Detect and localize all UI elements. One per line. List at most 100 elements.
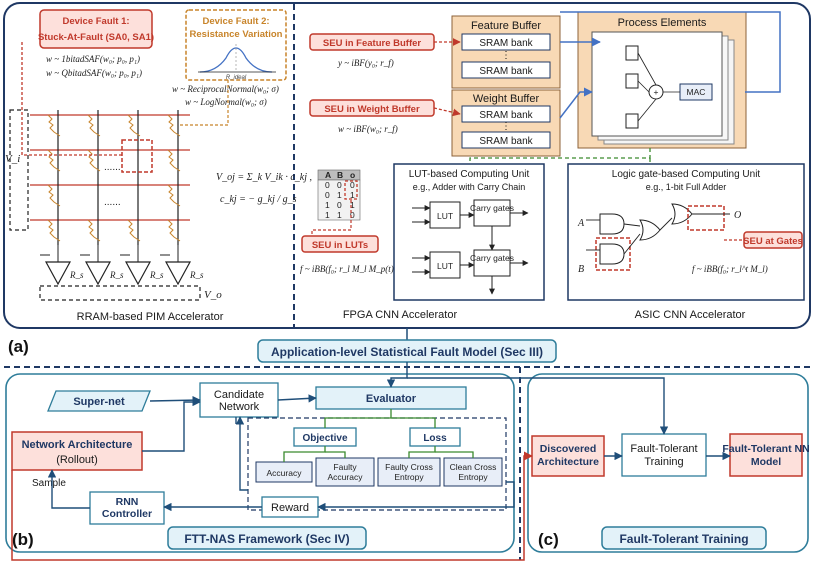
gate-input-a: A: [577, 218, 585, 229]
fault2-eq1: w ~ ReciprocalNormal(w₀; σ): [172, 84, 279, 94]
gate-fault-highlight-2: [687, 205, 725, 231]
seu-weight-arrow: [433, 107, 461, 117]
weight-ellipsis: ⋮: [501, 121, 511, 132]
fault1-eq1: w ~ 1bitadSAF(w₀; p₀, p₁): [46, 54, 140, 64]
lut-unit-title: LUT-based Computing Unit: [409, 169, 530, 180]
seu-gates-box: [743, 231, 803, 249]
feature-sram-2: [461, 61, 551, 79]
discovered-architecture-box: [531, 435, 605, 477]
asic-caption: ASIC CNN Accelerator: [635, 309, 746, 321]
vo-output-box: [39, 285, 201, 301]
lut-computing-unit: [393, 163, 545, 301]
fault1-eq2: w ~ QbitadSAF(w₀; p₀, p₁): [46, 68, 142, 78]
fpga-caption: FPGA CNN Accelerator: [343, 309, 458, 321]
feature-sram-1: [461, 33, 551, 51]
fpga-section: SEU in Feature Buffer y ~ iBF(y₀; r_f) S…: [300, 15, 561, 321]
rs-label-4: R_s: [189, 270, 204, 280]
saf-pointer: [21, 42, 122, 156]
evaluator-label: Evaluator: [366, 393, 417, 405]
feature-ellipsis: ⋮: [501, 50, 511, 61]
lut-r0b: 0: [337, 180, 342, 190]
lut-block-1-label: LUT: [437, 211, 453, 221]
seu-feature-eq: y ~ iBF(y₀; r_f): [337, 58, 394, 68]
adder-symbol: +: [654, 87, 659, 97]
fault-model-label: Application-level Statistical Fault Mode…: [271, 345, 543, 359]
framework-bar: [167, 526, 367, 550]
ftt-bar: [601, 526, 767, 550]
fault2-eq2: w ~ LogNormal(w₀; σ): [185, 97, 267, 107]
fault1-sub: Stuck-At-Fault (SA0, SA1): [38, 32, 154, 43]
weight-sram-1-label: SRAM bank: [479, 110, 533, 121]
gate-fault-highlight-1: [595, 237, 631, 271]
vi-label: V_i: [5, 153, 20, 165]
panel-b-label: (b): [12, 530, 34, 549]
lut-block-2-label: LUT: [437, 261, 453, 271]
framework-label: FTT-NAS Framework (Sec IV): [184, 532, 349, 546]
lut-r0a: 0: [325, 180, 330, 190]
lut-r0o: 0: [350, 180, 355, 190]
lut-r3a: 1: [325, 210, 330, 220]
lut-h-a: A: [325, 170, 331, 180]
fault1-title: Device Fault 1:: [62, 16, 129, 27]
lut-h-b: B: [337, 170, 343, 180]
fault2-sub: Resistance Variation: [190, 29, 283, 40]
carry-block-2-label: Carry gates: [470, 253, 514, 263]
crossbar-dots-2: ......: [104, 162, 121, 173]
network-architecture-title: Network Architecture: [22, 439, 133, 451]
seu-luts-box: [301, 235, 379, 253]
rs-label-3: R_s: [149, 270, 164, 280]
objective-label: Objective: [302, 433, 347, 444]
vi-input-box: [9, 109, 29, 231]
lut-r1b: 1: [337, 190, 342, 200]
feature-sram-1-label: SRAM bank: [479, 38, 533, 49]
asic-section: Process Elements MAC + Logic gate-based …: [469, 11, 805, 321]
clean-ce-box: [443, 457, 503, 487]
fault2-title: Device Fault 2:: [202, 16, 269, 27]
seu-lut-pointer: [311, 200, 352, 235]
ftt-bar-label: Fault-Tolerant Training: [619, 532, 748, 546]
saf-cell-highlight: [121, 139, 153, 173]
gate-input-b: B: [578, 264, 584, 275]
device-fault-1-box: [39, 9, 153, 49]
rs-label-1: R_s: [69, 270, 84, 280]
feature-sram-2-label: SRAM bank: [479, 66, 533, 77]
super-net-box: [47, 390, 151, 412]
weight-sram-2: [461, 131, 551, 149]
carry-block-1-label: Carry gates: [470, 203, 514, 213]
panel-c-label: (c): [538, 530, 559, 549]
lut-r3b: 1: [337, 210, 342, 220]
mac-label: MAC: [687, 87, 706, 97]
gate-output-o: O: [734, 210, 741, 221]
weight-to-pe: [559, 87, 593, 119]
seu-feature-label: SEU in Feature Buffer: [323, 38, 421, 49]
network-architecture-sub: (Rollout): [56, 454, 98, 466]
fault2-axis-label: R_ideal: [226, 75, 247, 81]
eq-c: c_kj = − g_kj / g_s: [220, 194, 297, 205]
seu-luts-eq: f ~ iBB(f₀; r_l M_l M_p(t)): [300, 264, 397, 274]
seu-weight-label: SEU in Weight Buffer: [324, 104, 420, 115]
fault-tolerant-training-box: [621, 433, 707, 477]
rram-section: Device Fault 1: Stuck-At-Fault (SA0, SA1…: [5, 9, 312, 323]
pe-to-lut-unit: [469, 148, 651, 164]
seu-luts-label: SEU in LUTs: [312, 240, 368, 251]
reward-label: Reward: [271, 502, 309, 514]
weight-buffer-label: Weight Buffer: [473, 93, 540, 105]
loss-label: Loss: [423, 433, 447, 444]
logic-unit-title: Logic gate-based Computing Unit: [612, 169, 761, 180]
vo-label: V_o: [204, 289, 222, 301]
logic-unit-sub: e.g., 1-bit Full Adder: [646, 182, 727, 192]
fault-tolerant-model-box: [729, 433, 803, 477]
pe-feedback-arrow: [560, 11, 781, 93]
feature-buffer-label: Feature Buffer: [471, 20, 541, 32]
lut-r2b: 0: [337, 200, 342, 210]
super-net-label: Super-net: [73, 396, 125, 408]
lut-block-2: [429, 251, 461, 279]
